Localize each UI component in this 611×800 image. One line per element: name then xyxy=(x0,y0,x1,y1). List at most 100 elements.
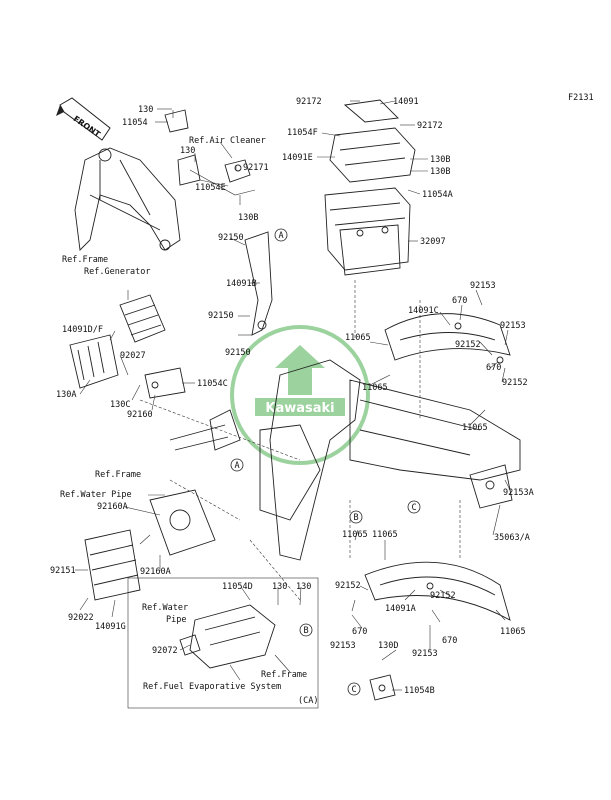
part-label: 35063/A xyxy=(494,533,530,543)
bracket-11054b-drawing xyxy=(369,674,396,701)
part-label: 92160A xyxy=(97,502,128,512)
part-label: 14091E xyxy=(282,153,313,163)
ref-water-pipe-b-line2: Pipe xyxy=(166,615,186,625)
part-label: 670 xyxy=(452,296,467,306)
part-label: 11054 xyxy=(122,118,148,128)
part-label: 14091A xyxy=(385,604,416,614)
part-label: 14091D/F xyxy=(62,325,103,335)
rear-fender-upper-drawing xyxy=(384,313,511,364)
part-label: 92153A xyxy=(503,488,534,498)
part-label: 130B xyxy=(238,213,258,223)
regulator-drawing xyxy=(69,294,186,399)
svg-text:C: C xyxy=(411,503,416,513)
part-label: 92152 xyxy=(455,340,481,350)
part-label: 130D xyxy=(378,641,398,651)
radiator-cover-drawing xyxy=(84,489,216,601)
part-label: 14091G xyxy=(95,622,126,632)
front-arrow-icon: FRONT xyxy=(56,97,111,141)
watermark-brand-text: Kawasaki xyxy=(265,401,334,416)
svg-text:C: C xyxy=(351,685,356,695)
part-label: 130A xyxy=(56,390,76,400)
upper-bracket-drawing xyxy=(164,109,256,196)
part-label: 130 xyxy=(296,582,311,592)
part-label: 130C xyxy=(110,400,130,410)
part-labels: 130 11054 130 92171 11054E 130B 92150 14… xyxy=(50,97,534,696)
part-label: 14091 xyxy=(393,97,419,107)
svg-text:B: B xyxy=(353,513,358,523)
part-label: 92153 xyxy=(470,281,496,291)
part-label: 92152 xyxy=(335,581,361,591)
ref-frame-top: Ref.Frame xyxy=(62,255,108,265)
part-label: 92072 xyxy=(152,646,178,656)
assembly-lines xyxy=(139,280,461,601)
part-label: 130 xyxy=(180,146,195,156)
lower-fender-drawing xyxy=(364,561,511,621)
part-label: 11054C xyxy=(197,379,228,389)
part-label: 11065 xyxy=(362,383,388,393)
part-label: 11054B xyxy=(404,686,435,696)
part-label: 92153 xyxy=(330,641,356,651)
part-label: 11065 xyxy=(500,627,526,637)
svg-text:B: B xyxy=(303,626,308,636)
part-label: 92151 xyxy=(50,566,76,576)
ref-frame-box: Ref.Frame xyxy=(261,670,307,680)
callout-a-mid: A xyxy=(230,458,244,472)
part-label: 92153 xyxy=(500,321,526,331)
part-label: 11065 xyxy=(462,423,488,433)
ref-air-cleaner: Ref.Air Cleaner xyxy=(189,136,266,146)
ref-water-pipe-a: Ref.Water Pipe xyxy=(60,490,132,500)
leader-lines xyxy=(75,100,511,691)
part-label: 92160A xyxy=(140,567,171,577)
part-label: 130B xyxy=(430,167,450,177)
part-label: 92150 xyxy=(208,311,234,321)
part-label: 92152 xyxy=(430,591,456,601)
part-label: 92150 xyxy=(225,348,251,358)
part-label: 11054E xyxy=(195,183,226,193)
part-label: 11065 xyxy=(372,530,398,540)
part-label: 11065 xyxy=(342,530,368,540)
callout-c-bottom: C xyxy=(347,682,361,696)
callout-b-box: B xyxy=(299,623,313,637)
part-label: 32097 xyxy=(420,237,446,247)
part-label: 130 xyxy=(138,105,153,115)
center-frame-drawing xyxy=(169,359,521,561)
callout-c-mid: C xyxy=(407,500,421,514)
canister-drawing xyxy=(179,604,276,669)
battery-box-drawing xyxy=(324,99,416,276)
svg-text:A: A xyxy=(278,231,283,241)
part-label: 130B xyxy=(430,155,450,165)
ca-section-box xyxy=(127,577,319,709)
part-label: 14091C xyxy=(408,306,439,316)
part-label: 92150 xyxy=(218,233,244,243)
kawasaki-watermark: Kawasaki xyxy=(230,325,370,465)
part-label: 670 xyxy=(352,627,367,637)
part-label: 14091B xyxy=(226,279,257,289)
part-label: 670 xyxy=(442,636,457,646)
callout-b-mid: B xyxy=(349,510,363,524)
rear-bracket-drawing xyxy=(469,464,513,509)
part-label: 92153 xyxy=(412,649,438,659)
ref-water-pipe-b-line1: Ref.Water xyxy=(142,603,188,613)
part-label: 670 xyxy=(486,363,501,373)
part-label: 92152 xyxy=(502,378,528,388)
ref-generator: Ref.Generator xyxy=(84,267,151,277)
part-label: 11054F xyxy=(287,128,318,138)
part-label: 92171 xyxy=(243,163,269,173)
part-label: 11054D xyxy=(222,582,253,592)
svg-text:A: A xyxy=(234,461,239,471)
callout-a-top: A xyxy=(274,228,288,242)
part-label: 130 xyxy=(272,582,287,592)
part-label: 92172 xyxy=(296,97,322,107)
part-label: 92172 xyxy=(417,121,443,131)
part-label: 92022 xyxy=(68,613,94,623)
part-label: 11065 xyxy=(345,333,371,343)
ref-fuel-evaporative: Ref.Fuel Evaporative System xyxy=(143,682,281,692)
stay-drawing xyxy=(244,231,273,336)
part-label: 11054A xyxy=(422,190,453,200)
part-label: 92027 xyxy=(120,351,146,361)
frame-head-drawing xyxy=(74,147,181,251)
ca-caption: (CA) xyxy=(298,696,318,706)
part-label: 92160 xyxy=(127,410,153,420)
figure-code: F2131 xyxy=(568,93,594,103)
